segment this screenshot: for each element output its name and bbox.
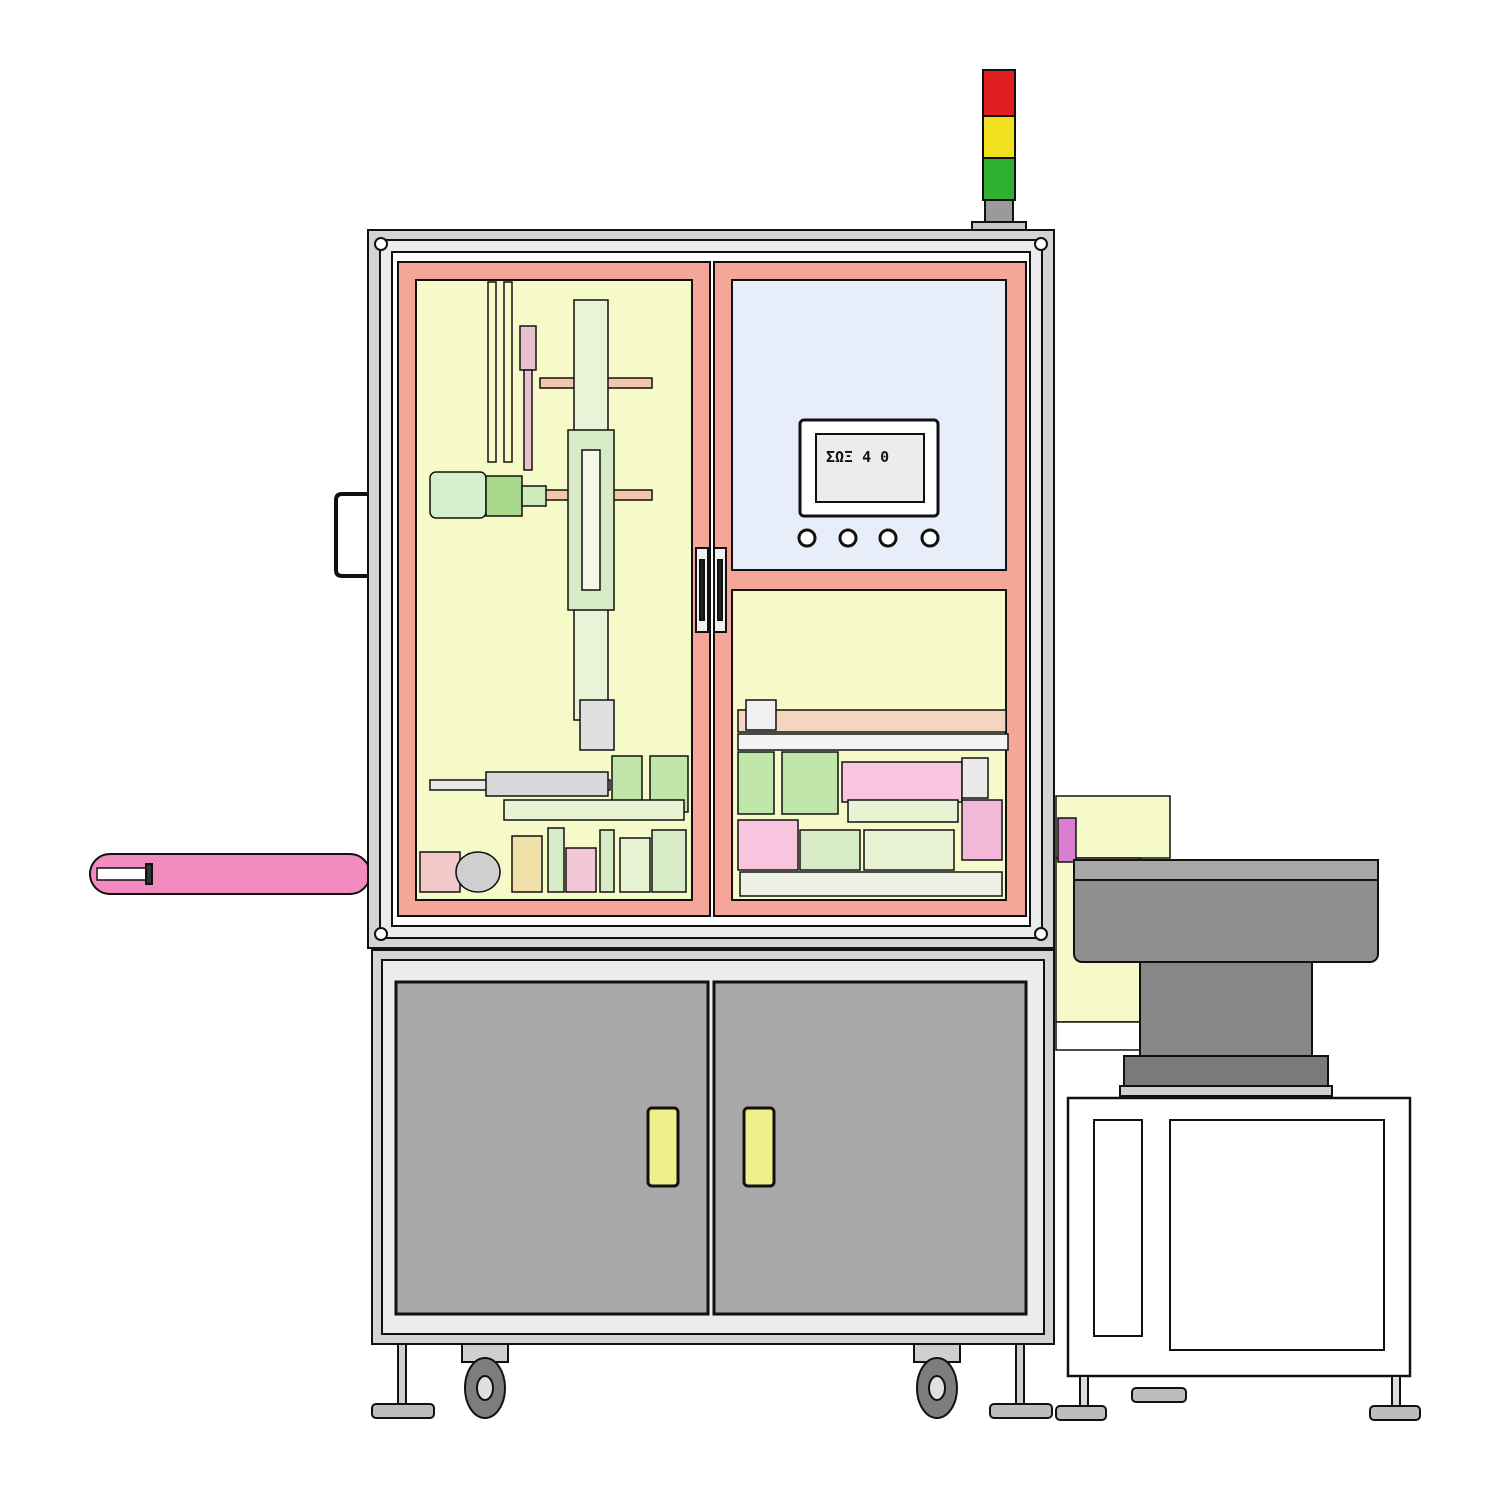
pink-conveyor xyxy=(89,853,371,895)
hmi-button-4[interactable] xyxy=(920,528,940,548)
door-hinges xyxy=(695,547,727,633)
hmi-panel: ΣΩΞ 4 0 xyxy=(797,418,940,548)
side-handle xyxy=(334,492,368,578)
cabinet-handle-right[interactable] xyxy=(742,1106,776,1188)
feeder-stand xyxy=(1055,1096,1421,1421)
motor xyxy=(429,471,547,519)
vibratory-bowl-feeder xyxy=(1073,859,1379,1097)
left-mechanism xyxy=(419,281,689,893)
cabinet-handle-left[interactable] xyxy=(646,1106,680,1188)
hmi-screen[interactable] xyxy=(815,433,925,503)
hmi-button-3[interactable] xyxy=(878,528,898,548)
tower-light-yellow xyxy=(982,115,1016,159)
lower-cabinet xyxy=(371,949,1055,1345)
hmi-button-2[interactable] xyxy=(838,528,858,548)
tower-light-green xyxy=(982,157,1016,201)
casters-and-feet xyxy=(371,1343,1053,1419)
right-mechanism xyxy=(737,699,1009,897)
bowl-drive xyxy=(1139,961,1313,1059)
tower-light-red xyxy=(982,69,1016,117)
tower-light xyxy=(971,69,1027,233)
hmi-button-1[interactable] xyxy=(797,528,817,548)
tower-light-base xyxy=(984,199,1014,223)
hmi-screen-text: ΣΩΞ 4 0 xyxy=(826,448,889,466)
